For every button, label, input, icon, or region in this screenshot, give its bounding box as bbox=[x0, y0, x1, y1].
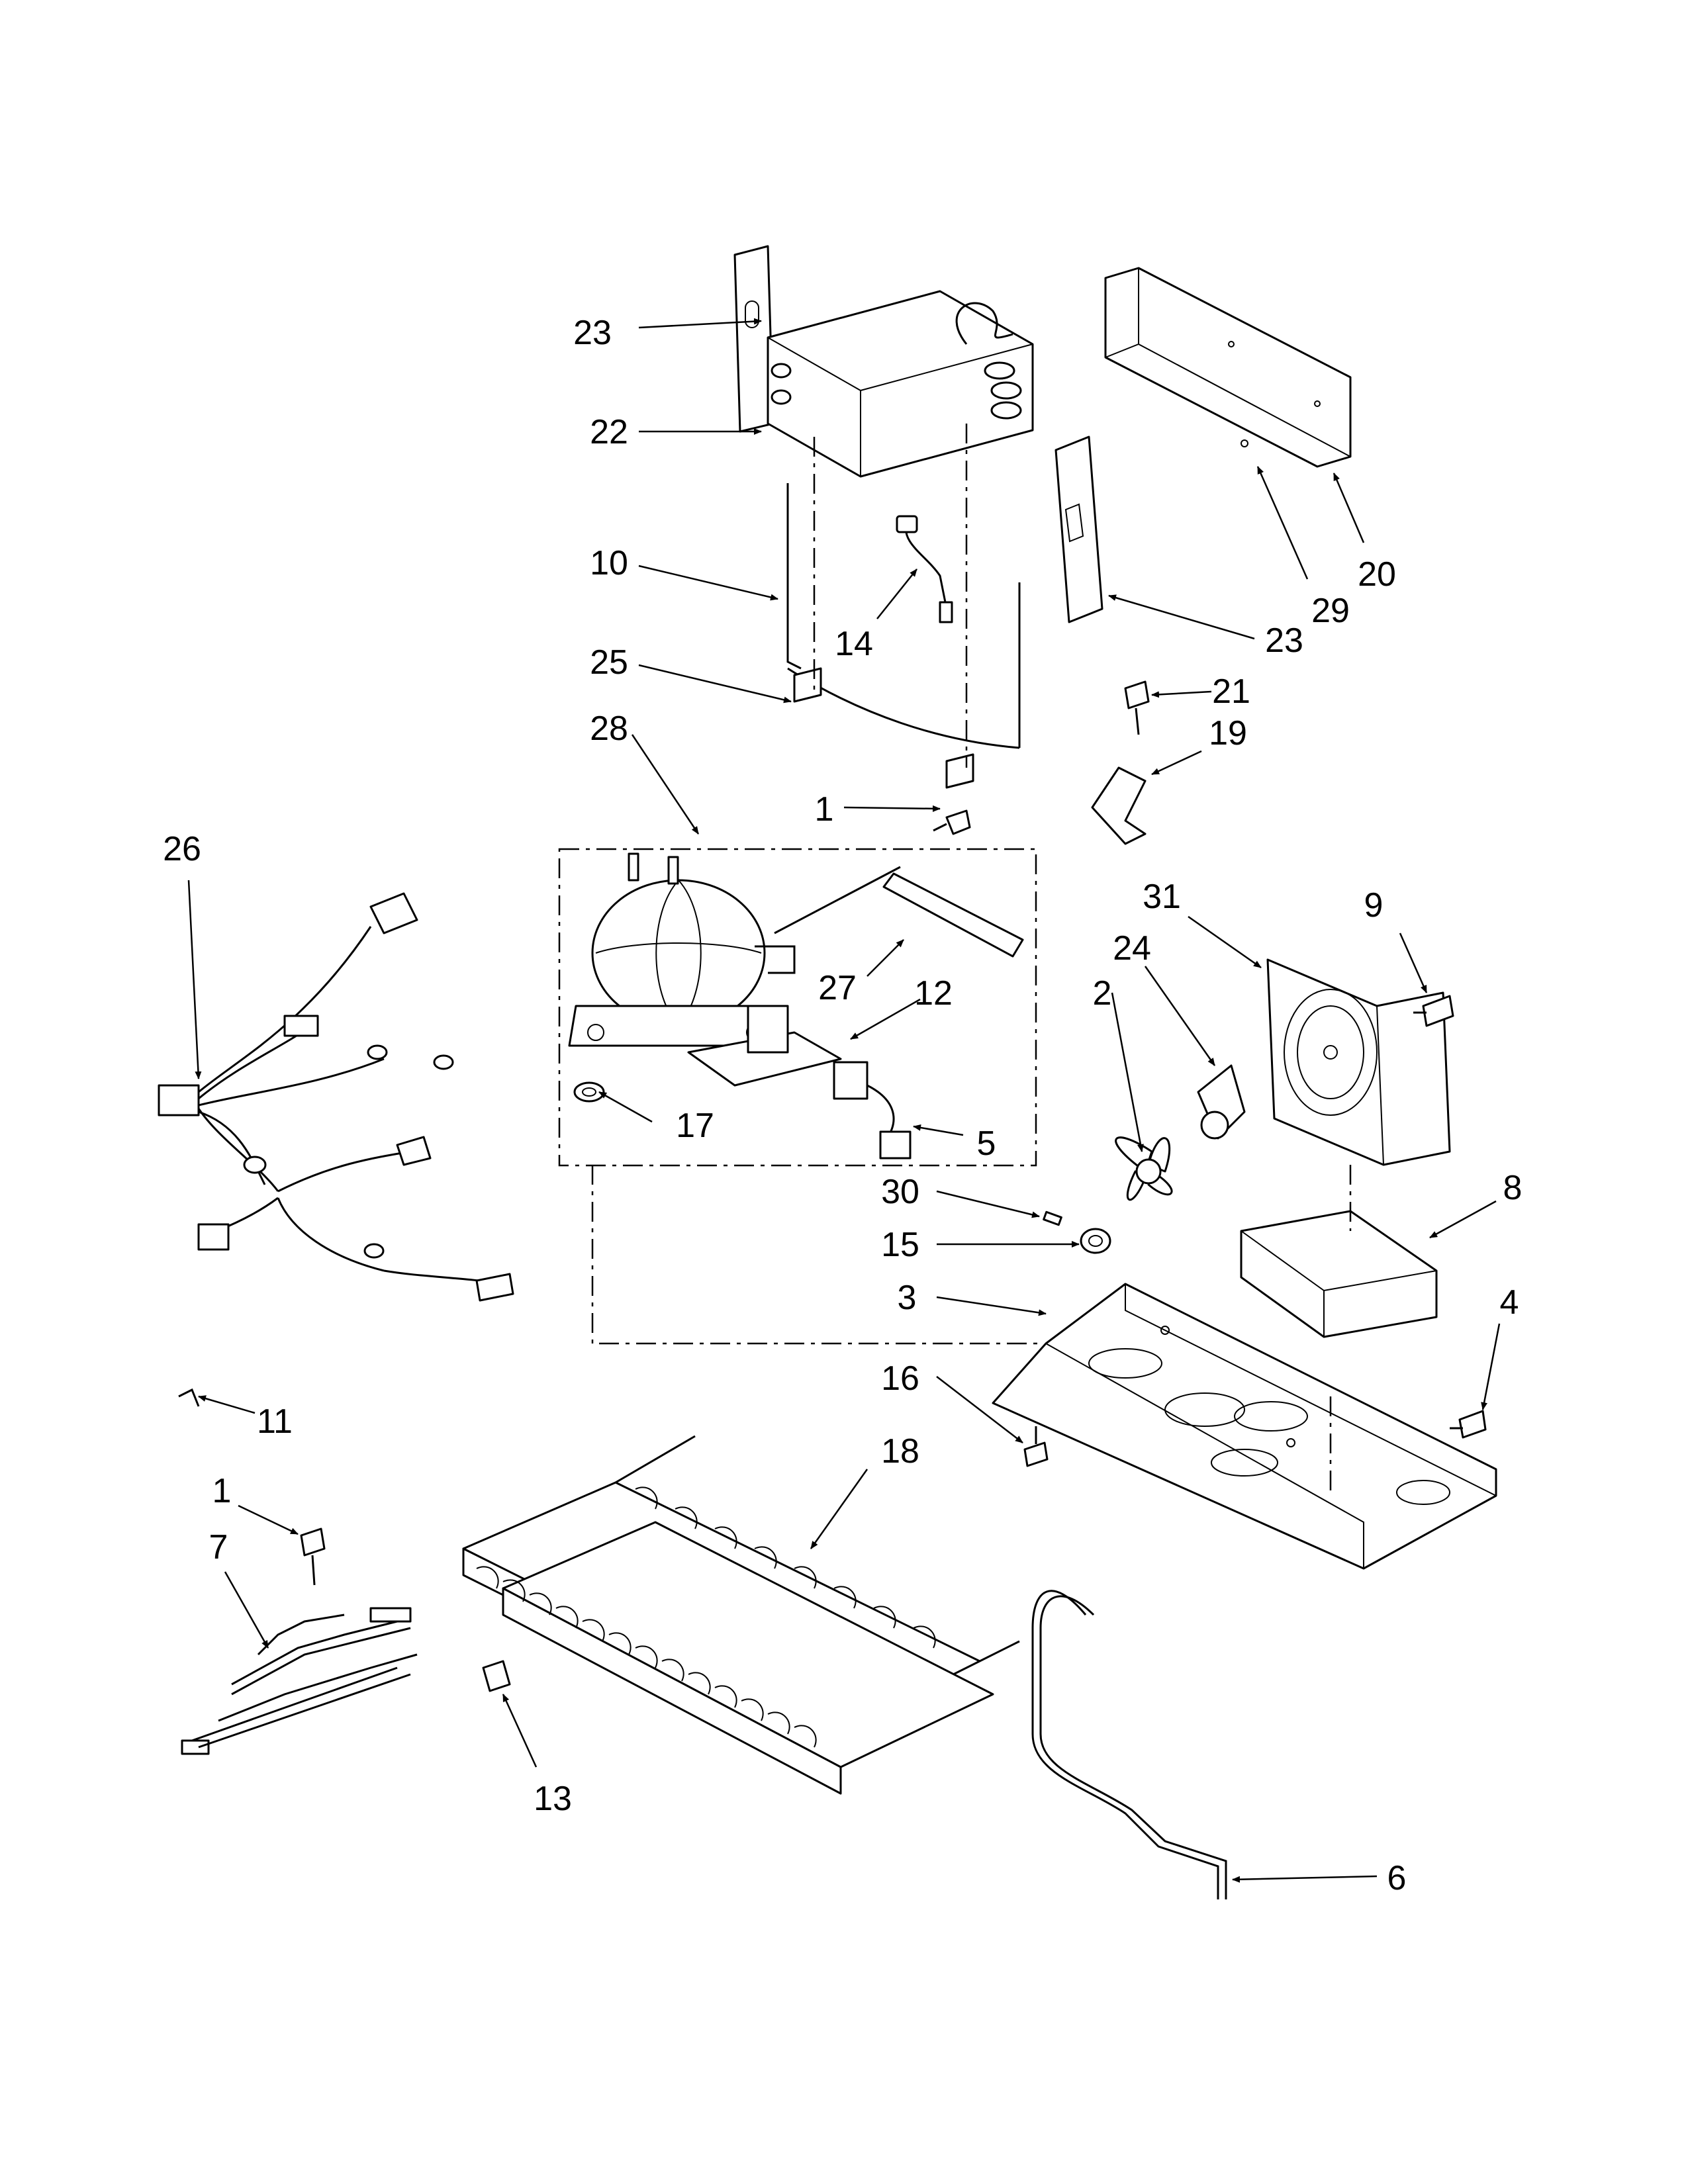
callout-13: 13 bbox=[534, 1780, 572, 1818]
evaporator-assembly bbox=[733, 245, 1034, 789]
evaporator-cover bbox=[1104, 267, 1352, 468]
spacer-30 bbox=[1043, 1210, 1062, 1226]
callout-10: 10 bbox=[590, 544, 628, 582]
fan-shroud bbox=[1266, 958, 1451, 1166]
callout-26: 26 bbox=[163, 830, 201, 868]
screw-21 bbox=[1124, 680, 1150, 735]
callout-7: 7 bbox=[209, 1528, 228, 1567]
callout-5: 5 bbox=[977, 1124, 996, 1163]
callout-1-lower: 1 bbox=[212, 1472, 232, 1510]
callout-18: 18 bbox=[881, 1432, 919, 1471]
callout-23-top: 23 bbox=[573, 314, 612, 352]
callout-2: 2 bbox=[1093, 974, 1112, 1013]
callout-15: 15 bbox=[881, 1226, 919, 1264]
screw-16 bbox=[1023, 1426, 1049, 1467]
evaporator-bracket-right bbox=[1055, 435, 1103, 623]
bracket-19 bbox=[1091, 766, 1147, 845]
callout-31: 31 bbox=[1143, 878, 1181, 916]
callout-9: 9 bbox=[1364, 886, 1383, 925]
grommet-15 bbox=[1080, 1228, 1111, 1254]
harness-7 bbox=[181, 1607, 418, 1755]
fan-blade bbox=[1115, 1136, 1173, 1201]
base-plate bbox=[992, 1283, 1497, 1570]
leader-lines bbox=[187, 318, 1501, 1883]
callout-24: 24 bbox=[1113, 929, 1151, 968]
callout-6: 6 bbox=[1387, 1859, 1407, 1897]
callout-19: 19 bbox=[1209, 714, 1247, 752]
callout-11: 11 bbox=[257, 1402, 293, 1441]
screw-1-lower bbox=[300, 1527, 326, 1586]
callout-17: 17 bbox=[676, 1107, 714, 1145]
clip-13 bbox=[482, 1660, 511, 1692]
callout-20: 20 bbox=[1358, 555, 1396, 594]
callout-23-right: 23 bbox=[1265, 621, 1303, 660]
callout-1-upper: 1 bbox=[815, 790, 834, 829]
condenser-coil bbox=[462, 1435, 1020, 1795]
compressor-group bbox=[558, 809, 1037, 1167]
callout-8: 8 bbox=[1503, 1169, 1523, 1207]
callout-25: 25 bbox=[590, 643, 628, 682]
callout-30: 30 bbox=[881, 1173, 919, 1211]
callout-3: 3 bbox=[898, 1279, 917, 1317]
callout-21: 21 bbox=[1212, 672, 1250, 711]
motor-bracket bbox=[1240, 1210, 1438, 1338]
callout-22: 22 bbox=[590, 413, 628, 451]
callout-16: 16 bbox=[881, 1359, 919, 1398]
clip-11 bbox=[178, 1388, 200, 1407]
callout-labels: 23 22 10 14 25 28 1 20 29 23 21 19 26 27… bbox=[163, 314, 1522, 1897]
tube-6 bbox=[1031, 1590, 1219, 1899]
screw-9 bbox=[1413, 995, 1454, 1027]
callout-29: 29 bbox=[1311, 592, 1350, 630]
callout-4: 4 bbox=[1500, 1283, 1519, 1322]
fan-motor bbox=[1197, 1064, 1246, 1140]
callout-14: 14 bbox=[835, 625, 873, 663]
callout-27: 27 bbox=[818, 969, 857, 1007]
callout-28: 28 bbox=[590, 709, 628, 748]
screw-4 bbox=[1450, 1410, 1487, 1439]
callout-12: 12 bbox=[914, 974, 953, 1013]
wire-harness bbox=[158, 892, 514, 1302]
